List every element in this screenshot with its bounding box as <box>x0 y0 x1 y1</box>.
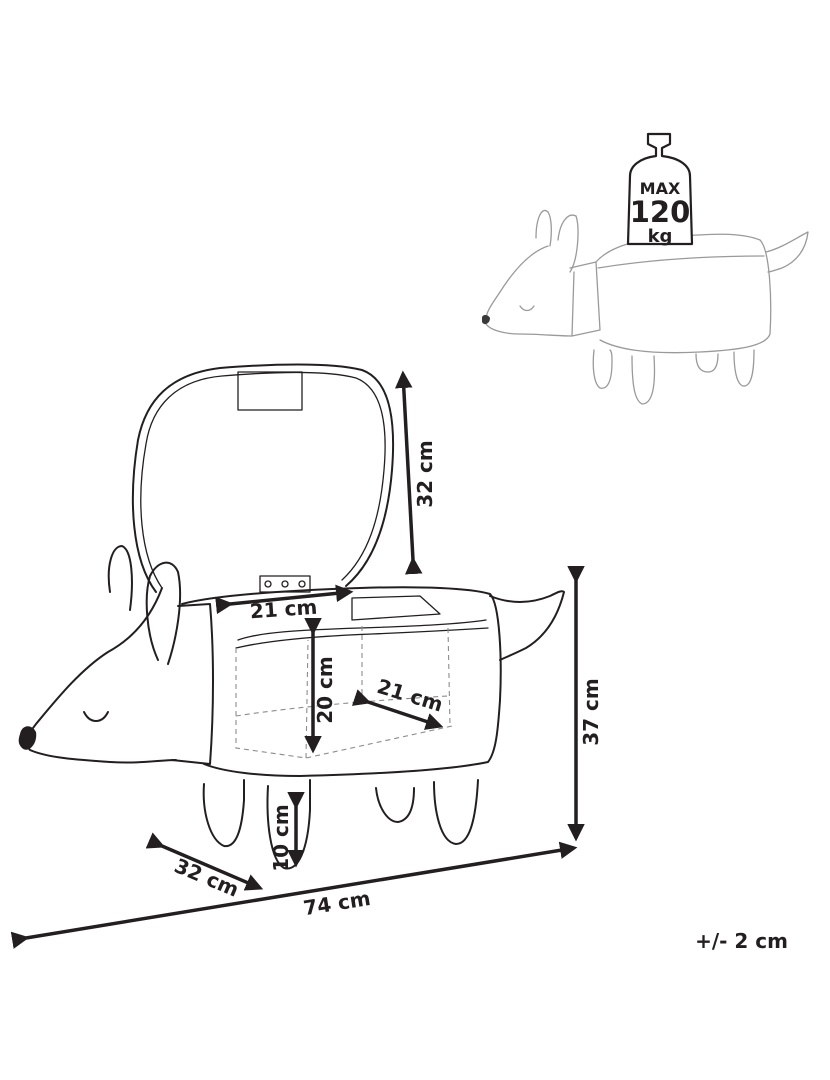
dimension-labels: 32 cm 21 cm 20 cm 21 cm 37 cm 10 cm 32 c… <box>171 440 788 953</box>
weight-unit: kg <box>648 226 673 247</box>
dimension-lines <box>10 370 585 949</box>
total-length-arrow <box>10 841 578 949</box>
tolerance-note: +/- 2 cm <box>695 929 788 953</box>
inner-height-label: 20 cm <box>313 656 337 724</box>
fox-stool-thumbnail <box>482 209 809 405</box>
total-height-label: 37 cm <box>579 678 603 746</box>
inner-depth-arrow <box>351 689 444 730</box>
weight-max-label: MAX <box>640 179 681 198</box>
depth-label: 32 cm <box>171 853 243 901</box>
opening-width-label: 21 cm <box>249 595 318 624</box>
opening-width-arrow <box>215 584 354 615</box>
weight-value: 120 <box>630 195 691 229</box>
lid-height-arrow <box>395 370 423 575</box>
inner-depth-label: 21 cm <box>374 674 446 717</box>
leg-height-label: 10 cm <box>269 804 293 872</box>
fox-stool-drawing <box>18 363 565 870</box>
lid-height-label: 32 cm <box>413 440 437 508</box>
max-weight-icon: MAX 120 kg <box>626 132 694 247</box>
